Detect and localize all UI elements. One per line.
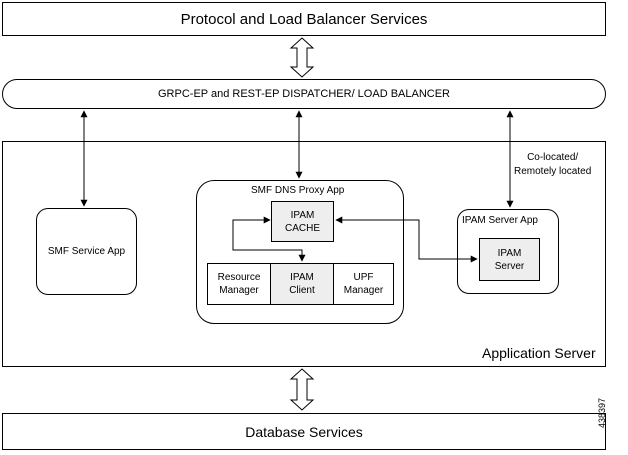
smf-dns-proxy-app-label: SMF DNS Proxy App: [251, 185, 345, 196]
database-services-label: Database Services: [245, 423, 363, 440]
ipam-cache-box: IPAM CACHE: [271, 201, 334, 242]
hollow-double-arrow-top: [289, 37, 315, 78]
application-server-label: Application Server: [482, 345, 596, 361]
ipam-server-label: IPAM Server: [494, 247, 525, 272]
colocated-note: Co-located/ Remotely located: [514, 152, 592, 177]
upf-manager-label: UPF Manager: [343, 272, 384, 296]
protocol-load-balancer-services-box: Protocol and Load Balancer Services: [2, 2, 606, 36]
hollow-double-arrow-bottom: [289, 368, 315, 411]
ipam-server-app-label: IPAM Server App: [462, 215, 538, 226]
ipam-server-box: IPAM Server: [479, 238, 540, 281]
smf-service-app-label: SMF Service App: [47, 246, 126, 257]
ipam-cache-label: IPAM CACHE: [284, 209, 320, 234]
protocol-services-label: Protocol and Load Balancer Services: [180, 10, 428, 28]
smf-service-app-box: SMF Service App: [36, 208, 137, 295]
dispatcher-label: GRPC-EP and REST-EP DISPATCHER/ LOAD BAL…: [158, 88, 450, 100]
figure-id: 438397: [597, 397, 607, 428]
upf-manager-box: UPF Manager: [333, 263, 394, 305]
ipam-client-box: IPAM Client: [270, 263, 334, 305]
ipam-client-label: IPAM Client: [289, 272, 315, 296]
dispatcher-bar: GRPC-EP and REST-EP DISPATCHER/ LOAD BAL…: [2, 79, 606, 109]
resource-manager-box: Resource Manager: [207, 263, 271, 305]
resource-manager-label: Resource Manager: [217, 272, 261, 296]
database-services-box: Database Services: [2, 413, 606, 450]
